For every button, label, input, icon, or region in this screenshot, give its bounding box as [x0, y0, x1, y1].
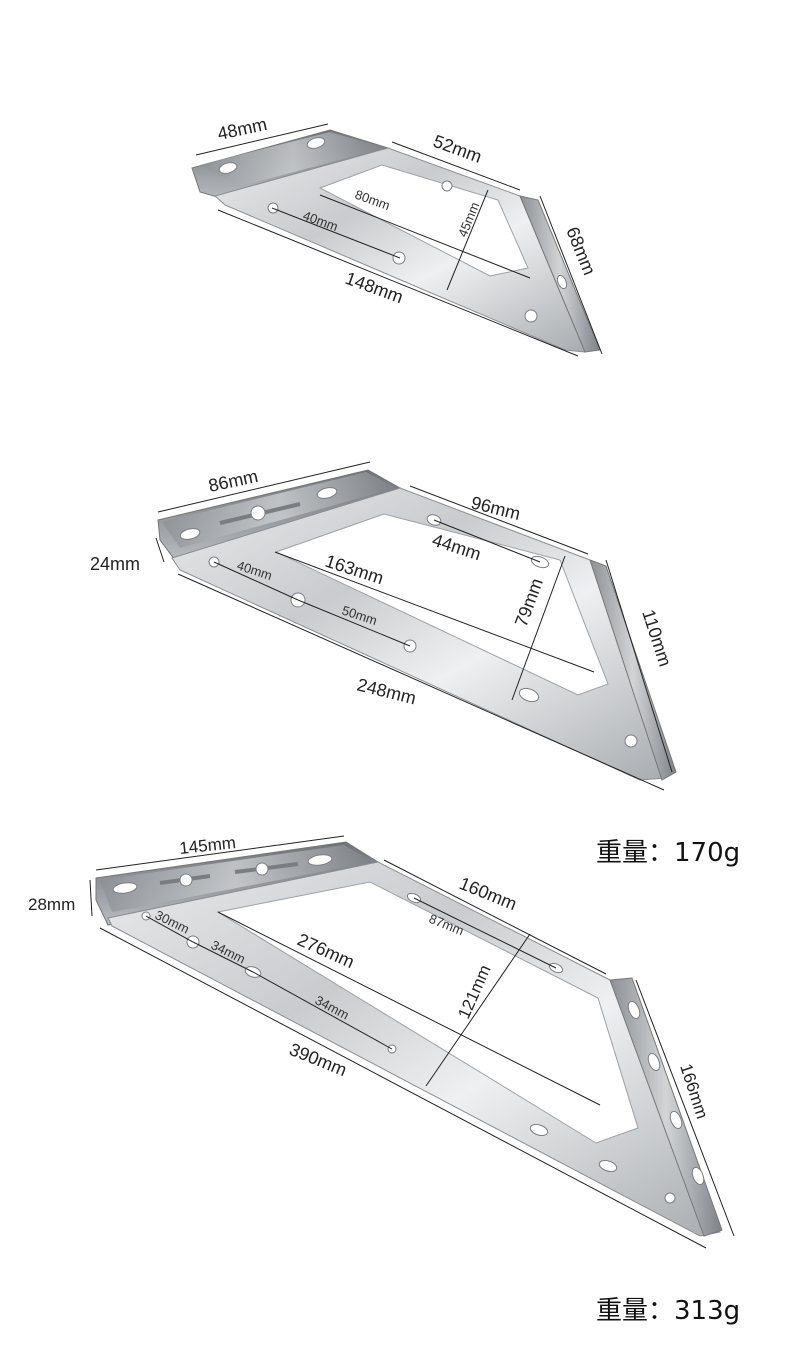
- dim-medium-right: 110mm: [638, 607, 675, 669]
- dim-medium-end-height: 24mm: [90, 554, 140, 574]
- weight-label-large: 重量：313g: [596, 1296, 741, 1326]
- dim-medium-top-short: 86mm: [207, 466, 260, 496]
- weight-label-medium: 重量：170g: [596, 838, 741, 868]
- bracket-large-cutout: [216, 881, 639, 1144]
- bracket-medium: 86mm 24mm 96mm 44mm 163mm 40mm 50mm 79mm…: [90, 461, 677, 791]
- bracket-medium-right-flange: [589, 559, 677, 781]
- bracket-small-cutout: [318, 164, 529, 277]
- bracket-large-plate: [107, 861, 721, 1237]
- dim-large-right: 166mm: [676, 1061, 712, 1121]
- bracket-small: 48mm 52mm 80mm 40mm 45mm 68mm 148mm: [191, 114, 603, 357]
- dim-large-end-height: 28mm: [28, 895, 75, 914]
- dim-medium-bottom: 248mm: [355, 674, 418, 708]
- bracket-large: 145mm 28mm 160mm 87mm 30mm 34mm 34mm 276…: [28, 833, 735, 1249]
- bracket-medium-cutout: [274, 513, 609, 696]
- dim-large-top-short: 145mm: [178, 833, 236, 858]
- dim-small-right: 68mm: [562, 224, 599, 278]
- dim-small-top-long: 52mm: [431, 131, 485, 167]
